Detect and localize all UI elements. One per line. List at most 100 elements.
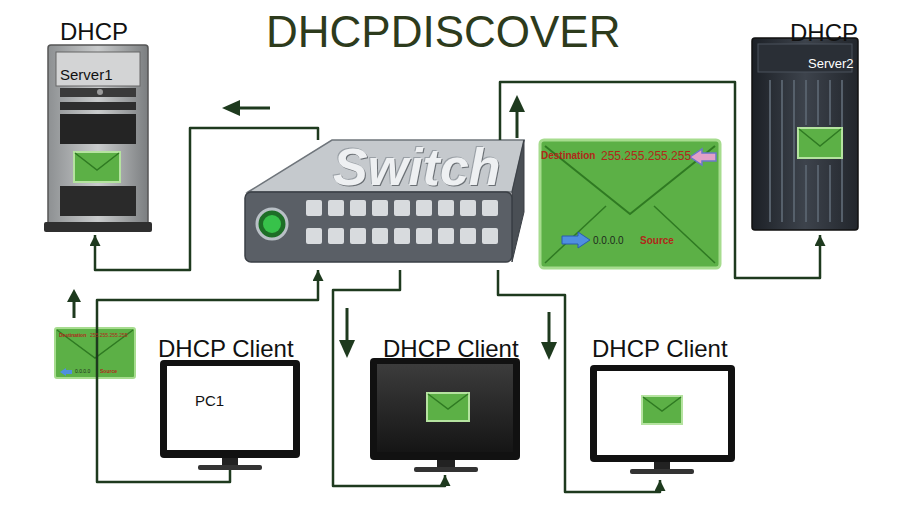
node-label: Server1 bbox=[60, 67, 113, 82]
switch-port bbox=[438, 200, 454, 216]
network-cable bbox=[498, 270, 660, 492]
switch-port bbox=[328, 200, 344, 216]
envelope-fold bbox=[545, 206, 606, 263]
packet-field: 255.255.255.255 bbox=[601, 150, 691, 162]
switch-port bbox=[372, 200, 388, 216]
client-box: DHCP Client bbox=[585, 335, 740, 480]
envelope-fold bbox=[654, 206, 715, 263]
packet-field: Source bbox=[640, 236, 674, 246]
grill-line bbox=[805, 165, 807, 222]
switch-port bbox=[328, 228, 344, 244]
grill-line bbox=[805, 80, 807, 125]
packet-field: 0.0.0.0 bbox=[75, 369, 90, 374]
network-cable bbox=[333, 270, 445, 486]
node-heading: DHCP Client bbox=[592, 337, 728, 361]
arrow-shaft bbox=[516, 110, 519, 138]
packet-field: Source bbox=[100, 369, 117, 374]
envelope-body bbox=[55, 328, 135, 378]
switch-port bbox=[438, 228, 454, 244]
grill-line bbox=[781, 80, 783, 222]
front-grill bbox=[60, 114, 136, 144]
port-row bbox=[306, 200, 498, 244]
arrow-head bbox=[339, 340, 355, 358]
monitor-frame bbox=[160, 360, 300, 458]
switch-port bbox=[460, 228, 476, 244]
direction-arrow bbox=[339, 308, 355, 358]
tower-base bbox=[44, 222, 152, 232]
network-cable bbox=[97, 270, 318, 482]
grill-line bbox=[829, 165, 831, 222]
monitor-frame bbox=[590, 365, 735, 462]
envelope-body bbox=[642, 396, 682, 424]
server-box: DHCP Server1 bbox=[40, 15, 155, 235]
arrow-head bbox=[509, 95, 525, 112]
switch-port bbox=[350, 200, 366, 216]
server-box: DHCP Server2 bbox=[745, 15, 865, 235]
drive-slot bbox=[60, 102, 136, 110]
switch-top bbox=[248, 140, 524, 192]
destination-arrow bbox=[690, 149, 716, 165]
grill-line bbox=[793, 80, 795, 222]
monitor-neck bbox=[437, 460, 455, 468]
packet-field: Destination bbox=[541, 151, 595, 161]
envelope-icon bbox=[427, 393, 469, 421]
switch-port bbox=[416, 228, 432, 244]
monitor-neck bbox=[654, 462, 670, 470]
front-grill bbox=[60, 186, 136, 216]
monitor-screen bbox=[167, 366, 293, 450]
client-monitor bbox=[160, 360, 300, 470]
grill-line bbox=[817, 165, 819, 222]
monitor-neck bbox=[222, 458, 238, 466]
envelope-icon bbox=[642, 396, 682, 424]
direction-arrow bbox=[67, 289, 81, 318]
envelope-flap bbox=[428, 394, 468, 409]
node-label: Server2 bbox=[808, 57, 854, 70]
switch-box: Switch bbox=[245, 140, 525, 270]
envelope-body bbox=[427, 393, 469, 421]
envelope-body bbox=[74, 152, 120, 182]
node-heading: DHCP bbox=[60, 20, 128, 44]
monitor-base bbox=[414, 467, 478, 472]
envelope-body bbox=[540, 140, 720, 268]
envelope-flap bbox=[643, 397, 681, 411]
arrow-shaft bbox=[73, 300, 76, 318]
envelope-icon bbox=[798, 128, 842, 158]
packet-field: 255.255.255.255 bbox=[90, 333, 128, 338]
status-led bbox=[263, 215, 281, 233]
source-arrow bbox=[60, 368, 72, 376]
direction-arrow bbox=[541, 312, 557, 360]
switch-front bbox=[245, 192, 512, 262]
switch-port bbox=[482, 228, 498, 244]
packet-envelope bbox=[540, 140, 720, 268]
packet-envelope bbox=[55, 328, 135, 378]
switch-port bbox=[350, 228, 366, 244]
switch-port bbox=[416, 200, 432, 216]
envelope-flap bbox=[57, 330, 133, 358]
monitor-screen bbox=[377, 364, 513, 452]
status-led bbox=[257, 209, 287, 239]
envelope-icon bbox=[74, 152, 120, 182]
arrow-shaft bbox=[238, 107, 270, 110]
client-monitor bbox=[590, 365, 735, 474]
grill-line bbox=[817, 80, 819, 125]
arrow-head bbox=[541, 342, 557, 360]
switch-port bbox=[394, 228, 410, 244]
network-cable bbox=[500, 82, 820, 278]
diagram-title: DHCPDISCOVER bbox=[266, 10, 621, 54]
node-heading: Switch bbox=[333, 141, 501, 193]
tower-body bbox=[752, 38, 858, 230]
packet-field: Destination bbox=[59, 333, 86, 338]
arrow-head bbox=[222, 100, 240, 116]
node-heading: DHCP Client bbox=[383, 337, 519, 361]
tower-body bbox=[48, 45, 148, 225]
node-heading: DHCP bbox=[790, 21, 858, 45]
direction-arrow bbox=[509, 95, 525, 138]
envelope-flap bbox=[75, 153, 119, 170]
grill-line bbox=[829, 80, 831, 125]
network-switch bbox=[245, 140, 524, 262]
client-box: DHCP ClientPC1 bbox=[155, 335, 305, 470]
source-arrow bbox=[562, 232, 590, 248]
